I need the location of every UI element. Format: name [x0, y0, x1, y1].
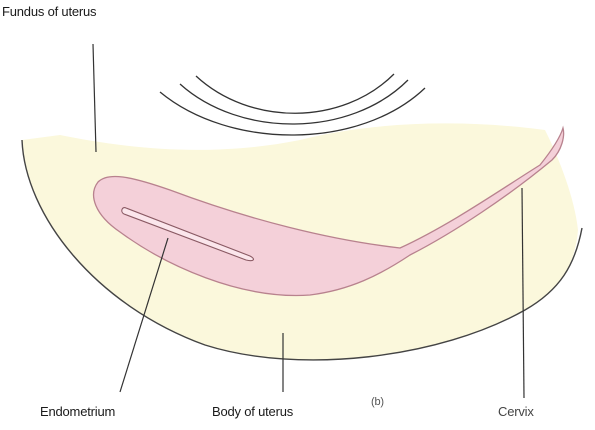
fundus-leader-line [93, 44, 96, 152]
label-fundus: Fundus of uterus [2, 4, 96, 19]
upper-fold-arc-3 [196, 74, 394, 113]
label-body-of-uterus: Body of uterus [212, 404, 293, 419]
label-cervix: Cervix [498, 404, 534, 419]
label-figure-marker: (b) [371, 396, 384, 408]
label-endometrium: Endometrium [40, 404, 115, 419]
upper-fold-arc-2 [180, 80, 408, 124]
